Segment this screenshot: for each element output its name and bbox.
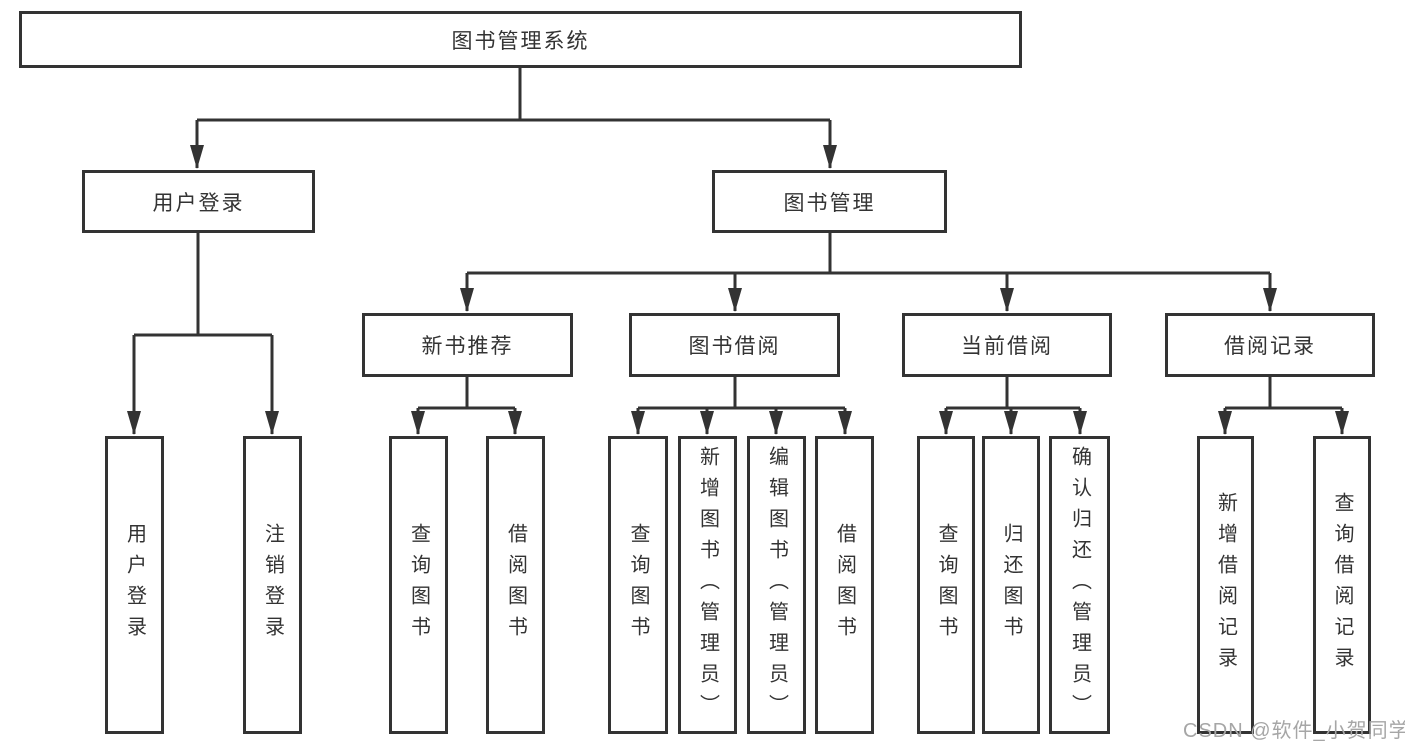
leaf-cb-confirm-return: 确认归还（管理员） — [1049, 436, 1110, 734]
leaf-logout: 注销登录 — [243, 436, 302, 734]
leaf-br-query-record-label: 查询借阅记录 — [1331, 492, 1353, 678]
leaf-cb-query-books: 查询图书 — [917, 436, 975, 734]
leaf-cb-return-books: 归还图书 — [982, 436, 1040, 734]
node-current-borrow: 当前借阅 — [902, 313, 1112, 377]
leaf-user-login: 用户登录 — [105, 436, 164, 734]
leaf-bb-borrow-books-label: 借阅图书 — [833, 523, 856, 647]
leaf-bb-add-books-label: 新增图书（管理员） — [696, 445, 719, 725]
leaf-bb-query-books-label: 查询图书 — [627, 523, 649, 647]
node-user-login: 用户登录 — [82, 170, 315, 233]
leaf-cb-query-books-label: 查询图书 — [935, 523, 957, 647]
leaf-br-add-record-label: 新增借阅记录 — [1214, 492, 1237, 678]
leaf-nbr-borrow-books-label: 借阅图书 — [504, 523, 527, 647]
node-root: 图书管理系统 — [19, 11, 1022, 68]
leaf-nbr-query-books: 查询图书 — [389, 436, 448, 734]
leaf-bb-edit-books: 编辑图书（管理员） — [747, 436, 806, 734]
leaf-bb-borrow-books: 借阅图书 — [815, 436, 874, 734]
leaf-logout-label: 注销登录 — [261, 523, 284, 647]
leaf-nbr-borrow-books: 借阅图书 — [486, 436, 545, 734]
leaf-br-query-record: 查询借阅记录 — [1313, 436, 1371, 734]
node-book-mgmt: 图书管理 — [712, 170, 947, 233]
node-borrow-record: 借阅记录 — [1165, 313, 1375, 377]
leaf-cb-return-books-label: 归还图书 — [1000, 523, 1022, 647]
leaf-user-login-label: 用户登录 — [123, 523, 146, 647]
csdn-watermark: CSDN @软件_小贺同学 — [1183, 720, 1405, 742]
leaf-br-add-record: 新增借阅记录 — [1197, 436, 1254, 734]
leaf-cb-confirm-return-label: 确认归还（管理员） — [1068, 445, 1091, 725]
node-book-borrow: 图书借阅 — [629, 313, 840, 377]
leaf-bb-edit-books-label: 编辑图书（管理员） — [765, 445, 788, 725]
node-new-book-rec: 新书推荐 — [362, 313, 573, 377]
leaf-nbr-query-books-label: 查询图书 — [407, 523, 430, 647]
leaf-bb-query-books: 查询图书 — [608, 436, 668, 734]
leaf-bb-add-books: 新增图书（管理员） — [678, 436, 737, 734]
